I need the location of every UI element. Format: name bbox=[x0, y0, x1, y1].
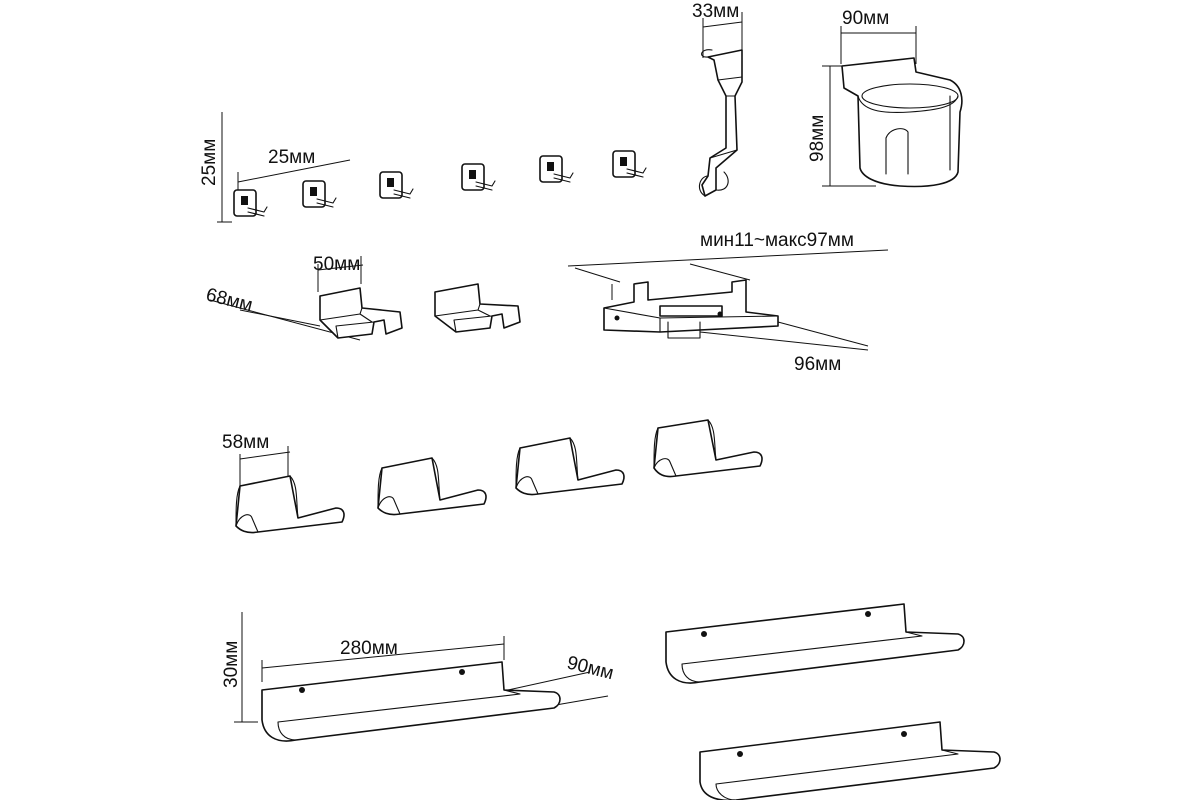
cup-holder bbox=[841, 57, 963, 188]
hook-3 bbox=[379, 171, 414, 199]
shelf-1 bbox=[261, 661, 561, 742]
shelf-height-label: 30мм bbox=[221, 641, 242, 688]
hook-6 bbox=[612, 150, 647, 178]
hook-4 bbox=[461, 163, 496, 191]
hook-height-label: 25мм bbox=[199, 139, 220, 186]
holder-depth-label: 68мм bbox=[204, 284, 255, 316]
hook-1 bbox=[233, 189, 268, 217]
clamp-depth-label: 96мм bbox=[794, 354, 841, 375]
rest-dimension-lines bbox=[239, 446, 291, 486]
cup-height-label: 98мм bbox=[807, 115, 828, 162]
rest-3 bbox=[515, 437, 625, 496]
cup-dimension-lines bbox=[822, 26, 917, 187]
clamp bbox=[603, 279, 779, 339]
shelf-dimension-lines bbox=[234, 612, 609, 723]
hook-2 bbox=[302, 180, 337, 208]
rest-width-label: 58мм bbox=[222, 432, 269, 453]
shelf-2 bbox=[665, 603, 965, 684]
cup-width-label: 90мм bbox=[842, 8, 889, 29]
holder-2 bbox=[434, 283, 521, 333]
hanging-hook bbox=[698, 49, 743, 197]
rest-1 bbox=[235, 475, 345, 534]
hook-5 bbox=[539, 155, 574, 183]
hook-width-label: 25мм bbox=[268, 147, 315, 168]
holder-width-label: 50мм bbox=[313, 254, 360, 275]
clamp-range-label: мин11~макс97мм bbox=[700, 230, 854, 251]
shelf-length-label: 280мм bbox=[340, 638, 398, 659]
shelf-3 bbox=[699, 721, 1001, 802]
rest-4 bbox=[653, 419, 763, 478]
holder-1 bbox=[319, 287, 403, 339]
rest-2 bbox=[377, 457, 487, 516]
shelf-depth-label: 90мм bbox=[565, 652, 616, 684]
clamp-dimension-lines bbox=[567, 249, 889, 351]
hanger-width-label: 33мм bbox=[692, 1, 739, 22]
hook-dimension-lines bbox=[217, 112, 351, 223]
